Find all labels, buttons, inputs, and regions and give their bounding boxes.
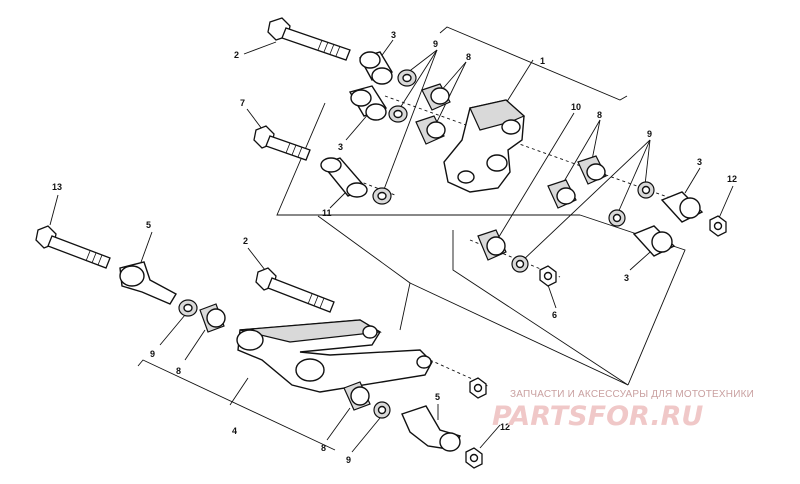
callout-2-lower: 2 — [243, 236, 248, 246]
sleeve-3-right-b — [632, 225, 676, 257]
bolt-7 — [253, 125, 311, 161]
seal-9-c — [372, 187, 392, 205]
callout-5-left: 5 — [146, 220, 151, 230]
watermark-tagline: ЗАПЧАСТИ И АКСЕССУАРЫ ДЛЯ МОТОТЕХНИКИ — [510, 389, 754, 400]
callout-3-right-a: 3 — [697, 157, 702, 167]
sleeve-3-right-a — [660, 191, 704, 223]
callout-8-top: 8 — [466, 52, 471, 62]
nut-6 — [539, 265, 557, 287]
seal-9-right-c — [511, 255, 529, 273]
callout-8-right: 8 — [597, 110, 602, 120]
bolt-upper-left — [267, 17, 351, 61]
callout-8-lower-left: 8 — [176, 366, 181, 376]
callout-4: 4 — [232, 426, 237, 436]
seal-9-lower-right — [373, 401, 391, 419]
callout-2-top: 2 — [234, 50, 239, 60]
bearing-8-mid — [415, 115, 446, 145]
seal-9-right-a — [637, 181, 655, 199]
callout-5-right: 5 — [435, 392, 440, 402]
watermark-logo: PARTSFOR.RU — [492, 401, 703, 432]
nut-12-lower-bottom — [465, 447, 483, 469]
callout-6: 6 — [552, 310, 557, 320]
bearing-8-lower-left — [199, 303, 226, 333]
callout-9-top: 9 — [433, 39, 438, 49]
sleeve-3-top — [358, 51, 394, 85]
callout-1: 1 — [540, 56, 545, 66]
bearing-10 — [477, 229, 507, 261]
seal-9-b — [388, 105, 408, 123]
bearing-8-top — [421, 83, 451, 111]
callout-7: 7 — [240, 98, 245, 108]
sleeve-5-right — [401, 405, 461, 452]
sleeve-3-mid — [348, 85, 388, 121]
seal-9-right-b — [608, 209, 626, 227]
bearing-8-lower-right — [343, 381, 371, 411]
seal-9-lower-left — [178, 299, 198, 317]
callout-8-lower-right: 8 — [321, 443, 326, 453]
callout-3-mid: 3 — [338, 142, 343, 152]
bolt-13 — [35, 225, 111, 269]
spacer-11 — [320, 157, 368, 198]
seal-9-a — [397, 69, 417, 87]
callout-9-right: 9 — [647, 129, 652, 139]
callout-9-lower-left: 9 — [150, 349, 155, 359]
callout-labels: 1 2 3 9 8 7 3 11 10 8 9 3 12 3 6 13 5 2 … — [52, 30, 737, 465]
nut-12-lower-top — [469, 377, 487, 399]
callout-3-right-b: 3 — [624, 273, 629, 283]
callout-12-upper: 12 — [727, 174, 737, 184]
callout-11: 11 — [322, 208, 332, 218]
watermark: ЗАПЧАСТИ И АКСЕССУАРЫ ДЛЯ МОТОТЕХНИКИ PA… — [492, 389, 754, 432]
callout-9-lower-right: 9 — [346, 455, 351, 465]
link-rod-lower — [236, 319, 433, 393]
bearing-8-right-a — [577, 155, 607, 185]
rocker-arm-upper — [443, 99, 526, 193]
bolt-lower-2 — [255, 267, 335, 313]
sleeve-5-left — [119, 261, 177, 305]
nut-12-upper — [709, 215, 727, 237]
bearing-8-right-b — [547, 179, 577, 209]
callout-12-lower: 12 — [500, 422, 510, 432]
callout-3-top: 3 — [391, 30, 396, 40]
callout-10: 10 — [571, 102, 581, 112]
callout-13: 13 — [52, 182, 62, 192]
